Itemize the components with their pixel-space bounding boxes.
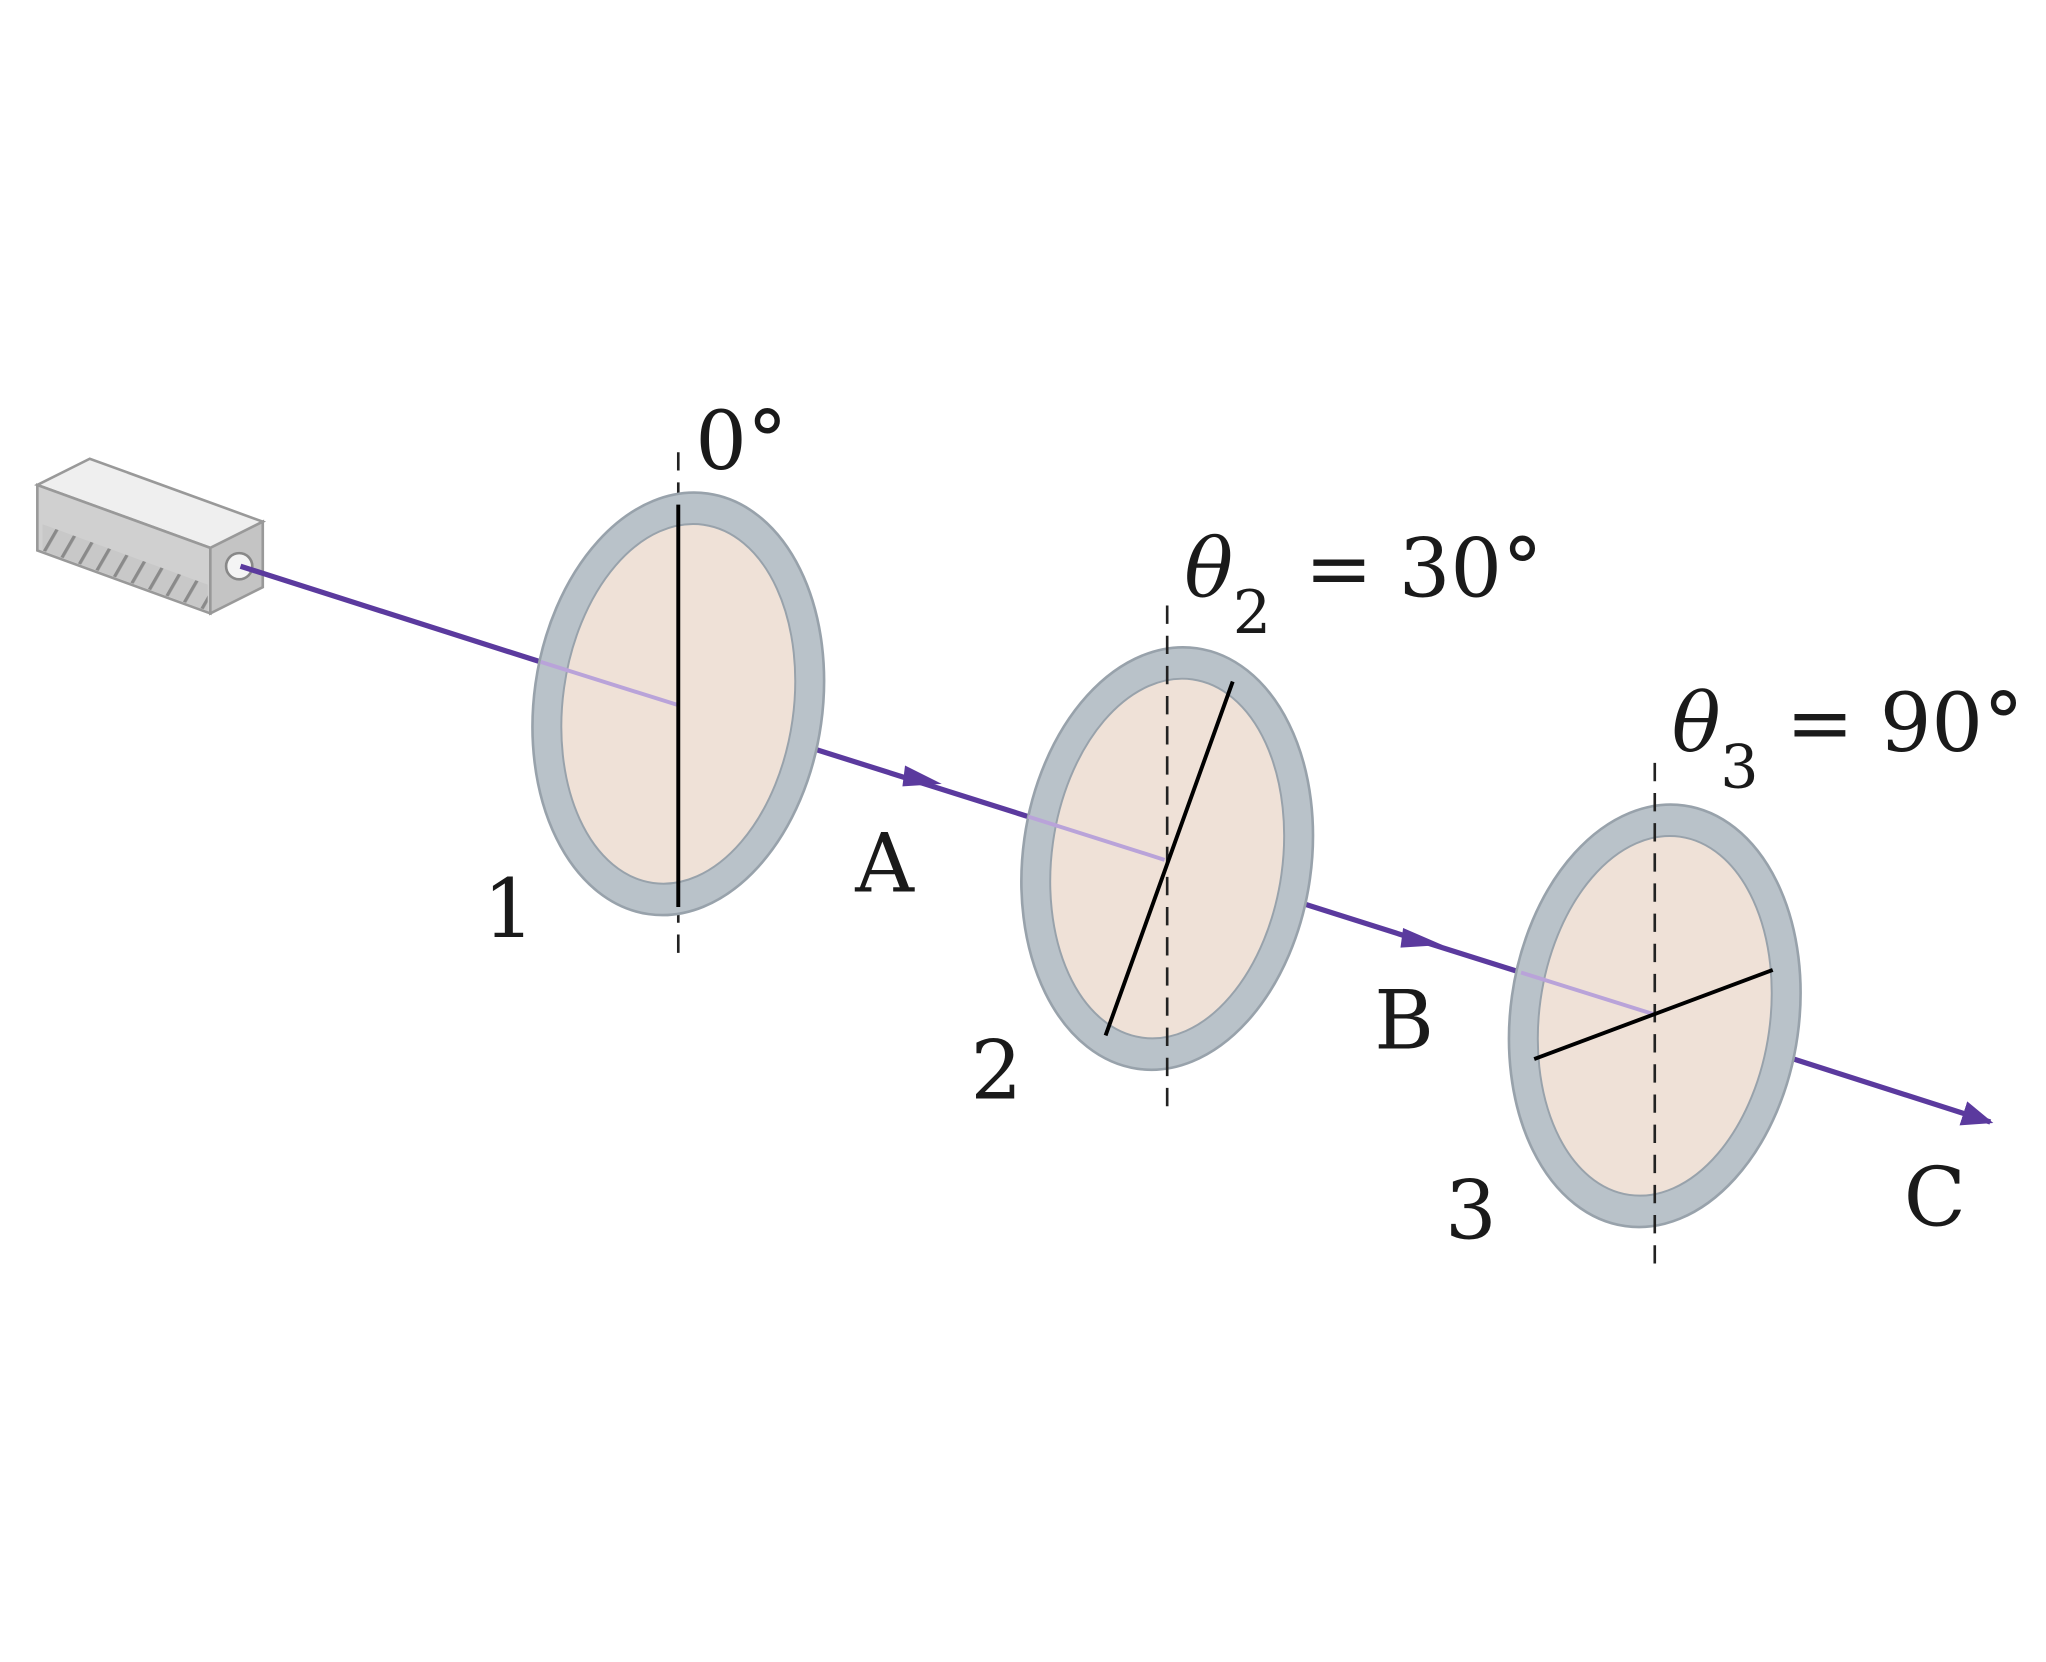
arrow-a-icon <box>902 765 942 787</box>
angle-value-3: = 90° <box>1786 677 2024 771</box>
angle-subscript-3: 3 <box>1720 733 1758 803</box>
angle-value-2: = 30° <box>1305 522 1543 616</box>
transmission-axis-3 <box>1533 968 1774 1061</box>
angle-symbol-2: θ <box>1184 522 1233 616</box>
transmission-axis-2 <box>1103 680 1235 1037</box>
beam-incident <box>239 563 542 665</box>
polarizer-3 <box>1507 762 1802 1272</box>
polarizer-1 <box>531 452 826 964</box>
light-source <box>34 457 267 616</box>
angle-subscript-2: 2 <box>1233 578 1271 648</box>
angle-symbol-3: θ <box>1672 677 1721 771</box>
angle-label-1: 0° <box>695 395 787 489</box>
source-aperture-icon <box>224 551 254 581</box>
point-label-a: A <box>854 817 915 911</box>
polarizer-number-2: 2 <box>971 1024 1023 1118</box>
polarizer-2 <box>1020 605 1315 1117</box>
point-label-b: B <box>1374 975 1434 1069</box>
point-label-c: C <box>1904 1152 1966 1246</box>
polarizer-number-1: 1 <box>483 863 535 957</box>
arrow-b-icon <box>1400 927 1443 948</box>
polarizer-number-3: 3 <box>1445 1165 1497 1259</box>
